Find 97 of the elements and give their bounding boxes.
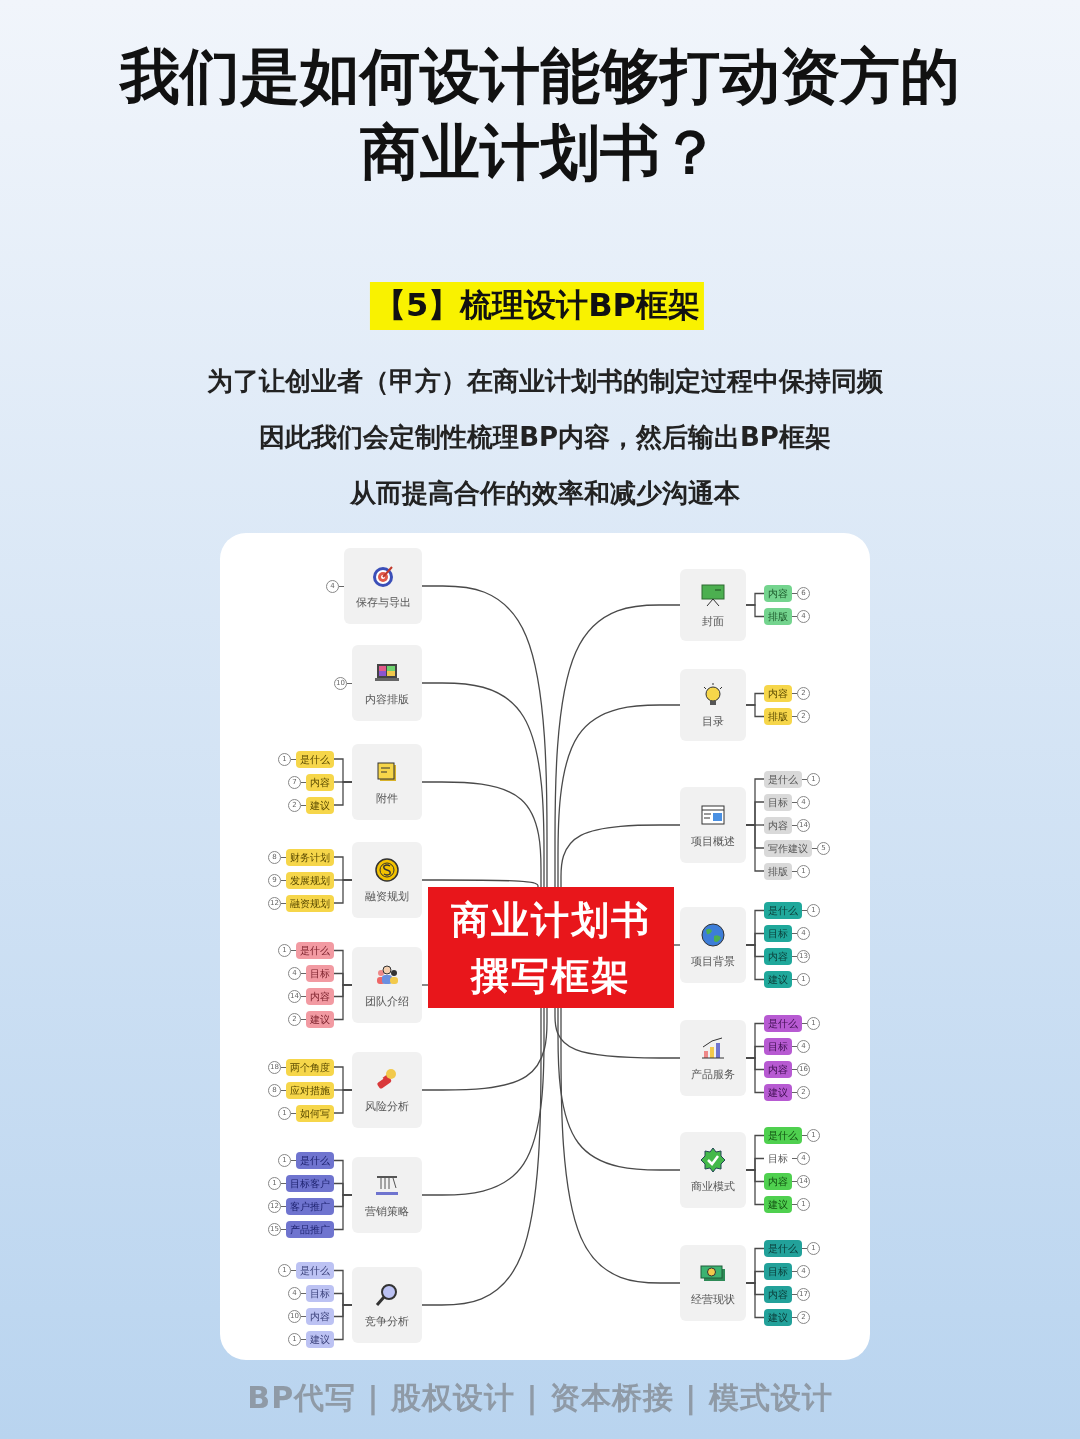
branch-curve — [421, 781, 542, 888]
topic-label: 团队介绍 — [365, 993, 409, 1009]
subtopic-tag: 内容 — [764, 948, 792, 965]
subtopic-tag: 是什么 — [296, 1152, 334, 1169]
subtopic-tag: 内容 — [306, 988, 334, 1005]
branch-curve — [560, 824, 681, 888]
topic-label: 项目概述 — [691, 833, 735, 849]
branch-curve — [557, 704, 681, 888]
topic-label: 风险分析 — [365, 1098, 409, 1114]
title: 我们是如何设计能够打动资方的商业计划书？ — [118, 40, 961, 189]
subtopic-tag: 目标 — [764, 1038, 792, 1055]
central-topic: 商业计划书撰写框架 — [428, 887, 674, 1008]
topic-label: 内容排版 — [365, 691, 409, 707]
topic-card — [352, 1157, 422, 1233]
branch-curve — [421, 1007, 548, 1091]
subtopic-tag: 客户推广 — [286, 1198, 334, 1215]
subtopic-tag: 产品推广 — [286, 1221, 334, 1238]
subtopic-tag: 目标 — [764, 925, 792, 942]
subtopic-tag: 是什么 — [764, 902, 802, 919]
topic-card — [680, 907, 746, 983]
topic-card — [352, 645, 422, 721]
subtopic-tag: 建议 — [306, 1011, 334, 1028]
topic-card — [352, 744, 422, 820]
branch-curve — [557, 1007, 681, 1171]
subtopic-tag: 目标 — [764, 1150, 792, 1167]
bracket-line — [745, 704, 765, 718]
subtopic-tag: 是什么 — [764, 1127, 802, 1144]
intro-text: 为了让创业者（甲方）在商业计划书的制定过程中保持同频 — [207, 365, 883, 398]
subtopic-tag: 是什么 — [764, 1240, 802, 1257]
branch-curve — [421, 984, 429, 986]
topic-label: 经营现状 — [691, 1291, 735, 1307]
subtopic-tag: 目标客户 — [286, 1175, 334, 1192]
bracket-line — [745, 1057, 765, 1094]
subtopic-tag: 是什么 — [296, 1262, 334, 1279]
subtopic-tag: 建议 — [764, 971, 792, 988]
topic-card — [352, 947, 422, 1023]
highlighted-heading: 【5】梳理设计BP框架 — [369, 282, 705, 330]
topic-card — [680, 669, 746, 741]
subtopic-tag: 目标 — [764, 1263, 792, 1280]
bracket-line — [745, 824, 765, 872]
intro-text: 因此我们会定制性梳理BP内容，然后输出BP框架 — [259, 421, 831, 454]
topic-label: 保存与导出 — [355, 594, 411, 610]
bracket-line — [745, 944, 765, 981]
bracket-line — [333, 1304, 353, 1341]
topic-card — [680, 1020, 746, 1096]
topic-label: 封面 — [702, 613, 724, 629]
subtopic-tag: 建议 — [764, 1196, 792, 1213]
branch-curve — [421, 1007, 545, 1196]
subtopic-tag: 是什么 — [296, 942, 334, 959]
topic-card — [352, 1052, 422, 1128]
subtopic-tag: 内容 — [306, 1308, 334, 1325]
topic-label: 竞争分析 — [365, 1313, 409, 1329]
branch-curve — [421, 682, 545, 888]
bracket-line — [333, 1194, 353, 1231]
subtopic-tag: 内容 — [764, 585, 792, 602]
intro-text: 从而提高合作的效率和减少沟通本 — [350, 477, 740, 510]
bracket-line — [745, 604, 765, 618]
subtopic-tag: 建议 — [764, 1309, 792, 1326]
topic-card — [680, 1245, 746, 1321]
footer-tagline: BP代写 | 股权设计 | 资本桥接 | 模式设计 — [247, 1379, 833, 1418]
topic-label: 商业模式 — [691, 1178, 735, 1194]
branch-curve — [673, 944, 681, 946]
subtopic-tag: 内容 — [764, 1286, 792, 1303]
subtopic-tag: 建议 — [306, 1331, 334, 1348]
topic-label: 目录 — [702, 713, 724, 729]
branch-curve — [421, 879, 539, 888]
bracket-line — [745, 1282, 765, 1319]
subtopic-tag: 是什么 — [764, 1015, 802, 1032]
subtopic-tag: 内容 — [764, 1061, 792, 1078]
topic-label: 营销策略 — [365, 1203, 409, 1219]
topic-label: 项目背景 — [691, 953, 735, 969]
subtopic-tag: 排版 — [764, 708, 792, 725]
topic-label: 附件 — [376, 790, 398, 806]
topic-card — [680, 569, 746, 641]
topic-card — [680, 787, 746, 863]
branch-curve — [560, 1007, 681, 1284]
topic-card — [680, 1132, 746, 1208]
bracket-line — [333, 879, 353, 904]
topic-card — [344, 548, 422, 624]
branch-curve — [421, 1007, 542, 1306]
bracket-line — [333, 781, 353, 806]
branch-curve — [554, 1007, 681, 1059]
topic-card — [352, 842, 422, 918]
branch-curve — [554, 604, 681, 888]
subtopic-tag: 建议 — [764, 1084, 792, 1101]
subtopic-tag: 目标 — [306, 965, 334, 982]
subtopic-tag: 目标 — [306, 1285, 334, 1302]
subtopic-tag: 内容 — [764, 1173, 792, 1190]
topic-card — [352, 1267, 422, 1343]
subtopic-tag: 内容 — [764, 685, 792, 702]
bracket-line — [745, 1169, 765, 1206]
bracket-line — [333, 984, 353, 1021]
topic-label: 产品服务 — [691, 1066, 735, 1082]
bracket-line — [333, 1089, 353, 1114]
topic-label: 融资规划 — [365, 888, 409, 904]
subtopic-tag: 排版 — [764, 608, 792, 625]
branch-curve — [421, 585, 548, 888]
